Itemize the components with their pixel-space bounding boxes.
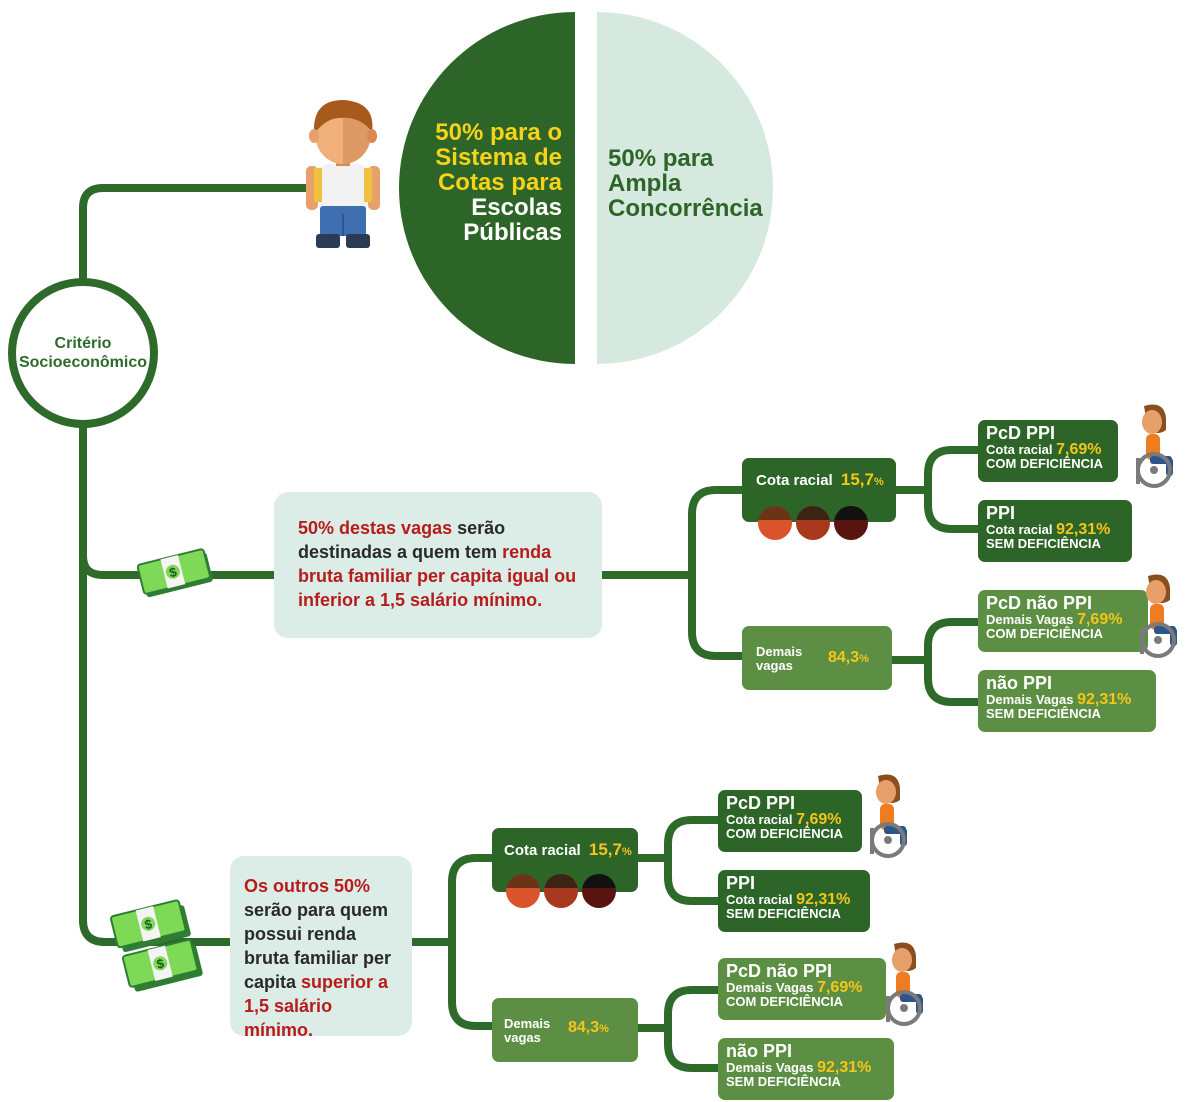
- pie-left-label: 50% para o Sistema de Cotas para Escolas…: [435, 119, 562, 246]
- s1-demais-vagas-node: Demais vagas 84,3%: [742, 626, 892, 690]
- wheelchair-user-icon: [1136, 404, 1173, 488]
- wheelchair-user-icon: [886, 942, 923, 1026]
- money-bundle-icon: $: [136, 548, 213, 598]
- pie-chart: [399, 12, 773, 364]
- section2-info-box: Os outros 50% serão para quem possui ren…: [230, 856, 412, 1040]
- s2-faces-icon: [506, 874, 616, 908]
- svg-text:$: $: [155, 955, 166, 971]
- s1-leaf-pcd-nao-ppi: PcD não PPI Demais Vagas 7,69% COM DEFIC…: [978, 590, 1148, 652]
- s2-leaf-pcd-ppi: PcD PPI Cota racial 7,69% COM DEFICIÊNCI…: [718, 790, 862, 852]
- s1-leaf-nao-ppi: não PPI Demais Vagas 92,31% SEM DEFICIÊN…: [978, 670, 1156, 732]
- s1-leaf-ppi: PPI Cota racial 92,31% SEM DEFICIÊNCIA: [978, 500, 1132, 562]
- s2-leaf-nao-ppi: não PPI Demais Vagas 92,31% SEM DEFICIÊN…: [718, 1038, 894, 1100]
- pie-slice-ampla: [597, 12, 773, 364]
- wheelchair-user-icon: [870, 774, 907, 858]
- s2-demais-vagas-node: Demais vagas 84,3%: [492, 998, 638, 1062]
- pie-slice-cotas: [399, 12, 575, 364]
- root-criterio-node: Critério Socioeconômico: [8, 278, 158, 428]
- section1-info-box: 50% destas vagas serão destinadas a quem…: [274, 492, 602, 638]
- svg-text:$: $: [143, 916, 154, 932]
- double-money-bundle-icon: $ $: [110, 899, 203, 992]
- student-icon: [306, 100, 380, 248]
- s2-leaf-ppi: PPI Cota racial 92,31% SEM DEFICIÊNCIA: [718, 870, 870, 932]
- s2-leaf-pcd-nao-ppi: PcD não PPI Demais Vagas 7,69% COM DEFIC…: [718, 958, 886, 1020]
- s1-faces-icon: [758, 506, 868, 540]
- svg-text:$: $: [168, 564, 179, 580]
- s1-leaf-pcd-ppi: PcD PPI Cota racial 7,69% COM DEFICIÊNCI…: [978, 420, 1118, 482]
- wheelchair-user-icon: [1140, 574, 1177, 658]
- pie-right-label: 50% para Ampla Concorrência: [608, 145, 763, 222]
